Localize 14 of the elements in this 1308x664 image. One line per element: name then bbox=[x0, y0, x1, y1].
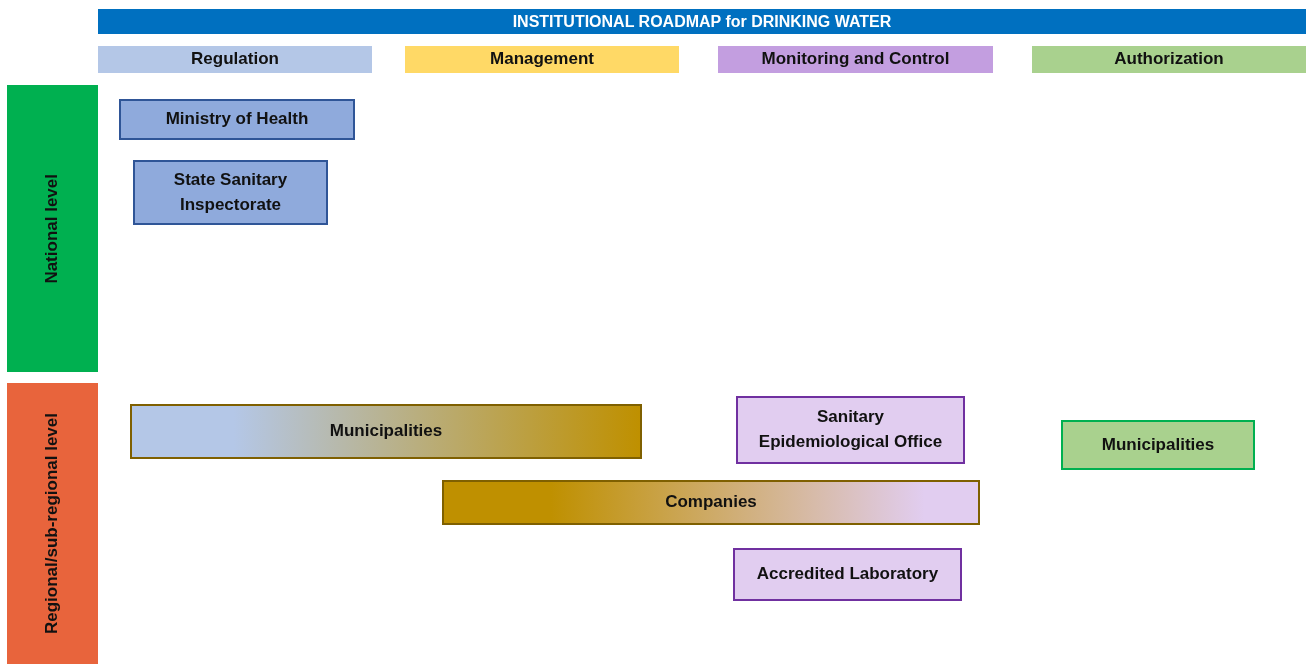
column-header: Regulation bbox=[98, 46, 372, 73]
organization-box: Accredited Laboratory bbox=[733, 548, 962, 601]
organization-box: Companies bbox=[442, 480, 980, 525]
organization-box: Municipalities bbox=[1061, 420, 1255, 470]
column-header: Authorization bbox=[1032, 46, 1306, 73]
column-header: Management bbox=[405, 46, 679, 73]
organization-box: Municipalities bbox=[130, 404, 642, 459]
row-header: National level bbox=[7, 85, 98, 372]
organization-box: Ministry of Health bbox=[119, 99, 355, 140]
organization-box: State Sanitary Inspectorate bbox=[133, 160, 328, 225]
column-header: Monitoring and Control bbox=[718, 46, 993, 73]
title-banner: INSTITUTIONAL ROADMAP for DRINKING WATER bbox=[98, 9, 1306, 34]
row-header: Regional/sub-regional level bbox=[7, 383, 98, 664]
organization-box: Sanitary Epidemiological Office bbox=[736, 396, 965, 464]
